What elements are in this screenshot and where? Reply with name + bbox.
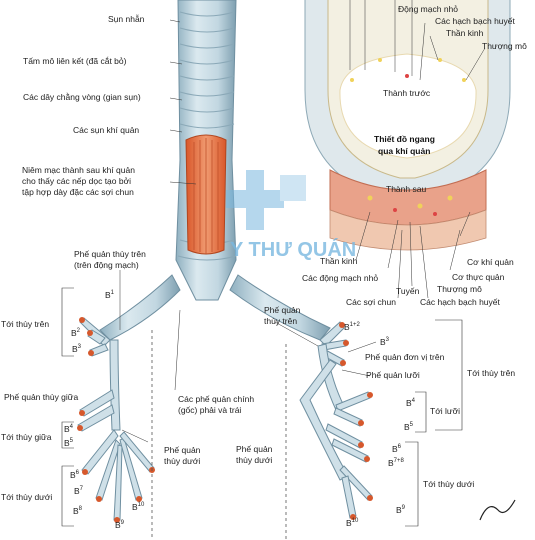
label-posterior-wall: Thành sau [386,184,426,194]
left-labels: Sụn nhẫn Tấm mô liên kết (đã cắt bỏ) Các… [1,14,254,502]
label-lymph-nodes-bottom: Các hạch bạch huyết [420,297,500,307]
seg-b3-upper: B3 [72,344,82,354]
label-annular-ligaments: Các dây chằng vòng (gian sụn) [23,92,141,102]
brackets [61,287,463,527]
seg-rb6: B6 [392,444,402,454]
seg-b8: B8 [73,506,83,516]
label-small-artery: Động mạch nhỏ [398,4,458,14]
label-cricoid: Sụn nhẫn [108,14,145,24]
label-epithelium-top: Thượng mô [482,41,527,51]
label-upper-lobe-left-2: (trên động mạch) [74,260,139,270]
right-labels: Động mạch nhỏ Các hạch bạch huyết Thần k… [236,4,527,489]
label-to-upper-right: Tới thùy trên [467,368,515,378]
label-anterior-wall: Thành trước [383,88,431,98]
label-cross-title-2: qua khí quản [378,146,430,156]
seg-b7: B7 [74,486,84,496]
label-lingular-bronchus: Phế quản lưỡi [366,370,420,380]
label-ct-sheath: Tấm mô liên kết (đã cắt bỏ) [23,56,127,66]
segment-labels-right: B1+2 B3 B4 B5 B6 B7+8 B9 B10 [344,322,416,528]
seg-rb9: B9 [396,505,406,515]
seg-b1: B1 [105,290,115,300]
seg-rb5: B5 [404,422,414,432]
dashed-dividers [151,330,287,540]
label-esophageal-muscle: Cơ thực quản [452,272,505,282]
label-small-arteries: Các động mạch nhỏ [302,273,378,283]
right-bronchial-tree [299,321,373,519]
label-to-lower-left: Tới thùy dưới [1,492,52,502]
label-elastic-fibers: Các sợi chun [346,297,396,307]
label-nerve-top: Thần kinh [446,28,484,38]
watermark-text: Y THƯ QUÁN [230,238,356,261]
label-mucosa-3: tập hợp dày đặc các sợi chun [22,187,134,197]
seg-rb12: B1+2 [344,322,361,332]
seg-b4: B4 [64,424,74,434]
label-upper-lobe-right-1: Phế quản [264,305,301,315]
label-mucosa-1: Niêm mạc thành sau khí quản [22,165,135,175]
label-upper-lobe-left-1: Phế quản thùy trên [74,249,146,259]
label-gland: Tuyến [396,286,420,296]
watermark-logo [226,170,306,230]
seg-rb78: B7+8 [388,458,405,468]
label-nerve-bottom: Thần kinh [320,256,358,266]
label-middle-lobe: Phế quản thùy giữa [4,392,78,402]
seg-b5: B5 [64,438,74,448]
label-upper-lobe-right-2: thùy trên [264,316,297,326]
label-lower-lobe-right-2: thùy dưới [236,455,272,465]
label-to-lingula: Tới lưỡi [430,406,460,416]
label-main-bronchi-2: (gốc) phải và trái [178,405,241,415]
label-lower-lobe-left-2: thùy dưới [164,456,200,466]
label-to-upper-left: Tới thùy trên [1,319,49,329]
leader-lines [119,0,486,443]
left-bronchial-tree [77,317,155,521]
seg-b10: B10 [132,502,145,512]
label-epithelium-bottom: Thượng mô [437,284,482,294]
segment-labels-left: B1 B2 B3 B4 B5 B6 B7 B8 B9 B10 [64,290,145,530]
seg-rb4: B4 [406,398,416,408]
label-lymph-nodes-top: Các hạch bạch huyết [435,16,515,26]
label-tracheal-cartilages: Các sụn khí quản [73,125,139,135]
label-main-bronchi-1: Các phế quản chính [178,394,254,404]
label-lower-lobe-right-1: Phế quản [236,444,273,454]
seg-rb10: B10 [346,518,359,528]
label-to-lower-right: Tới thùy dưới [423,479,474,489]
seg-b6: B6 [70,470,80,480]
label-segmental-bronchus: Phế quản đơn vị trên [365,352,445,362]
seg-b9: B9 [115,520,125,530]
label-trachealis-muscle: Cơ khí quản [467,257,514,267]
seg-rb3: B3 [380,337,390,347]
label-cross-title-1: Thiết đồ ngang [374,134,435,144]
label-lower-lobe-left-1: Phế quản [164,445,201,455]
trachea-cross-section [304,0,511,251]
label-mucosa-2: cho thấy các nếp dọc tạo bởi [22,176,131,186]
seg-b2: B2 [71,328,81,338]
artist-signature [479,499,516,521]
label-to-middle: Tới thùy giữa [1,432,52,442]
posterior-mucosa [185,134,227,255]
